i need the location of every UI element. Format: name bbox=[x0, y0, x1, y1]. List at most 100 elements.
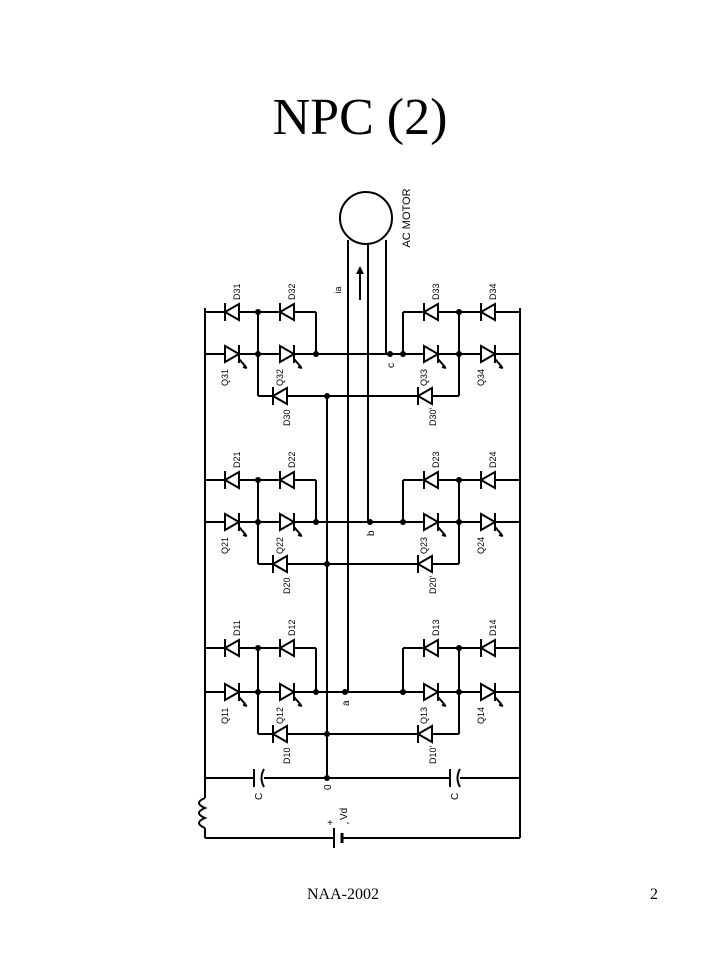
component-label: D22 bbox=[287, 451, 297, 468]
antiparallel-diode-icon bbox=[472, 470, 504, 490]
component-label: D34 bbox=[488, 283, 498, 300]
antiparallel-diode-icon bbox=[415, 470, 447, 490]
junction-dot bbox=[324, 775, 330, 781]
component-label: Q21 bbox=[220, 537, 230, 554]
junction-dot bbox=[387, 351, 393, 357]
current-label: ia bbox=[333, 286, 343, 293]
clamp-diode-icon bbox=[409, 724, 441, 744]
clamp-diode-icon bbox=[264, 554, 296, 574]
antiparallel-diode-icon bbox=[415, 302, 447, 322]
inductor-icon bbox=[198, 797, 208, 829]
switch-icon bbox=[472, 344, 504, 369]
battery-icon bbox=[333, 828, 344, 848]
junction-dot bbox=[456, 309, 462, 315]
switch-icon bbox=[216, 682, 248, 707]
arrow-head-icon bbox=[356, 266, 364, 274]
capacitor-icon bbox=[253, 768, 265, 788]
slide-title: NPC (2) bbox=[272, 89, 448, 146]
component-label: D33 bbox=[431, 283, 441, 300]
junction-dot bbox=[456, 645, 462, 651]
component-label: D10 bbox=[282, 747, 292, 764]
dc-minus-label: - bbox=[346, 818, 349, 829]
phase-node-label: c bbox=[386, 363, 397, 368]
component-label: Q24 bbox=[476, 537, 486, 554]
component-label: D21 bbox=[232, 451, 242, 468]
switch-icon bbox=[415, 344, 447, 369]
dc-source-label: Vd bbox=[339, 808, 350, 820]
antiparallel-diode-icon bbox=[216, 638, 248, 658]
clamp-diode-icon bbox=[409, 554, 441, 574]
junction-dot bbox=[456, 689, 462, 695]
antiparallel-diode-icon bbox=[271, 470, 303, 490]
component-label: Q23 bbox=[419, 537, 429, 554]
component-label: D14 bbox=[488, 619, 498, 636]
junction-dot bbox=[255, 351, 261, 357]
junction-dot bbox=[255, 645, 261, 651]
junction-dot bbox=[255, 689, 261, 695]
junction-dot bbox=[313, 351, 319, 357]
junction-dot bbox=[400, 519, 406, 525]
antiparallel-diode-icon bbox=[472, 638, 504, 658]
component-label: Q22 bbox=[275, 537, 285, 554]
phase-node-label: b bbox=[366, 530, 377, 536]
component-label: D31 bbox=[232, 283, 242, 300]
component-label: Q32 bbox=[275, 369, 285, 386]
ac-motor-icon bbox=[339, 191, 393, 245]
component-label: Q13 bbox=[419, 707, 429, 724]
switch-icon bbox=[216, 512, 248, 537]
junction-dot bbox=[367, 519, 373, 525]
junction-dot bbox=[400, 351, 406, 357]
component-label: Q14 bbox=[476, 707, 486, 724]
component-label: Q12 bbox=[275, 707, 285, 724]
junction-dot bbox=[255, 519, 261, 525]
junction-dot bbox=[456, 519, 462, 525]
clamp-diode-icon bbox=[264, 724, 296, 744]
component-label: D23 bbox=[431, 451, 441, 468]
page-number: 2 bbox=[650, 886, 658, 903]
component-label: Q11 bbox=[220, 708, 230, 724]
component-label: D12 bbox=[287, 619, 297, 636]
antiparallel-diode-icon bbox=[216, 470, 248, 490]
antiparallel-diode-icon bbox=[216, 302, 248, 322]
junction-dot bbox=[342, 689, 348, 695]
component-label: D10' bbox=[428, 745, 438, 764]
component-label: D24 bbox=[488, 451, 498, 468]
junction-dot bbox=[400, 689, 406, 695]
junction-dot bbox=[456, 351, 462, 357]
antiparallel-diode-icon bbox=[271, 638, 303, 658]
switch-icon bbox=[271, 682, 303, 707]
junction-dot bbox=[255, 309, 261, 315]
switch-icon bbox=[271, 512, 303, 537]
component-label: D11 bbox=[232, 620, 242, 636]
junction-dot bbox=[313, 689, 319, 695]
clamp-diode-icon bbox=[409, 386, 441, 406]
footer-label: NAA-2002 bbox=[307, 886, 379, 903]
switch-icon bbox=[415, 512, 447, 537]
antiparallel-diode-icon bbox=[472, 302, 504, 322]
junction-dot bbox=[324, 393, 330, 399]
dc-plus-label: + bbox=[327, 818, 333, 829]
component-label: D13 bbox=[431, 619, 441, 636]
antiparallel-diode-icon bbox=[415, 638, 447, 658]
component-label: D20' bbox=[428, 575, 438, 594]
junction-dot bbox=[255, 477, 261, 483]
switch-icon bbox=[472, 682, 504, 707]
component-label: D32 bbox=[287, 283, 297, 300]
antiparallel-diode-icon bbox=[271, 302, 303, 322]
junction-dot bbox=[324, 731, 330, 737]
clamp-diode-icon bbox=[264, 386, 296, 406]
junction-dot bbox=[456, 477, 462, 483]
neutral-label: 0 bbox=[323, 784, 334, 790]
component-label: D30' bbox=[428, 407, 438, 426]
motor-label: AC MOTOR bbox=[401, 188, 413, 247]
junction-dot bbox=[324, 561, 330, 567]
switch-icon bbox=[216, 344, 248, 369]
switch-icon bbox=[271, 344, 303, 369]
switch-icon bbox=[415, 682, 447, 707]
component-label: Q33 bbox=[419, 369, 429, 386]
component-label: D20 bbox=[282, 577, 292, 594]
capacitor-label: C bbox=[254, 793, 265, 800]
capacitor-label: C bbox=[450, 793, 461, 800]
junction-dot bbox=[313, 519, 319, 525]
